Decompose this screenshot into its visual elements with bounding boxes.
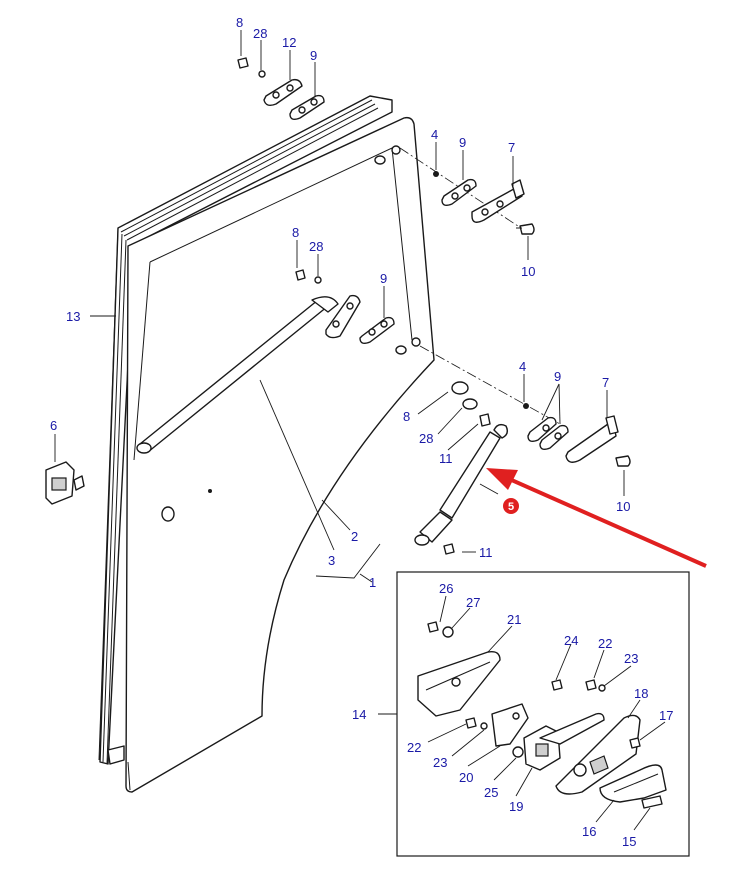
label-b-21: 21 [507,612,521,627]
top-hinge-assembly [237,57,325,121]
label-top-8: 8 [236,15,243,30]
label-b-23b: 23 [433,755,447,770]
label-b-23a: 23 [624,651,638,666]
label-top-28: 28 [253,26,267,41]
callout-badge [503,498,519,514]
label-c-1: 1 [369,575,376,590]
label-c-28: 28 [419,431,433,446]
label-l-13: 13 [66,309,80,324]
label-b-18: 18 [634,686,648,701]
label-b-25: 25 [484,785,498,800]
label-b-19: 19 [509,799,523,814]
door-glass-panel [98,95,435,793]
label-top-12: 12 [282,35,296,50]
label-top-9: 9 [310,48,317,63]
right-lower-hinge [523,403,631,467]
label-c-11a: 11 [439,451,453,466]
label-c-8: 8 [403,409,410,424]
label-lr-10: 10 [616,499,630,514]
callout-arrow: 5 [486,468,707,568]
label-r-9: 9 [459,135,466,150]
label-b-14: 14 [352,707,366,722]
label-m-9: 9 [380,271,387,286]
label-c-3: 3 [328,553,335,568]
latch-inset-box [378,571,690,857]
label-b-26: 26 [439,581,453,596]
label-lr-7: 7 [602,375,609,390]
middle-hinge [295,269,561,425]
label-b-24: 24 [564,633,578,648]
callout-number: 5 [508,501,514,513]
label-lr-4: 4 [519,359,526,374]
door-handle-bar [136,296,339,454]
label-b-15: 15 [622,834,636,849]
label-m-8: 8 [292,225,299,240]
latch-6 [45,461,85,505]
label-m-28: 28 [309,239,323,254]
label-l-6: 6 [50,418,57,433]
leader-lines [54,30,625,583]
label-c-11b: 11 [479,545,493,560]
label-c-2: 2 [351,529,358,544]
label-b-22b: 22 [407,740,421,755]
part-labels: 8 28 12 9 4 9 7 10 8 28 9 13 6 4 9 7 10 … [50,15,673,849]
label-b-27: 27 [466,595,480,610]
label-lr-9: 9 [554,369,561,384]
label-b-22a: 22 [598,636,612,651]
label-b-16: 16 [582,824,596,839]
label-r-4: 4 [431,127,438,142]
label-r-10: 10 [521,264,535,279]
label-b-20: 20 [459,770,473,785]
label-b-17: 17 [659,708,673,723]
right-upper-hinge [399,147,535,235]
gas-strut [414,381,509,555]
label-r-7: 7 [508,140,515,155]
